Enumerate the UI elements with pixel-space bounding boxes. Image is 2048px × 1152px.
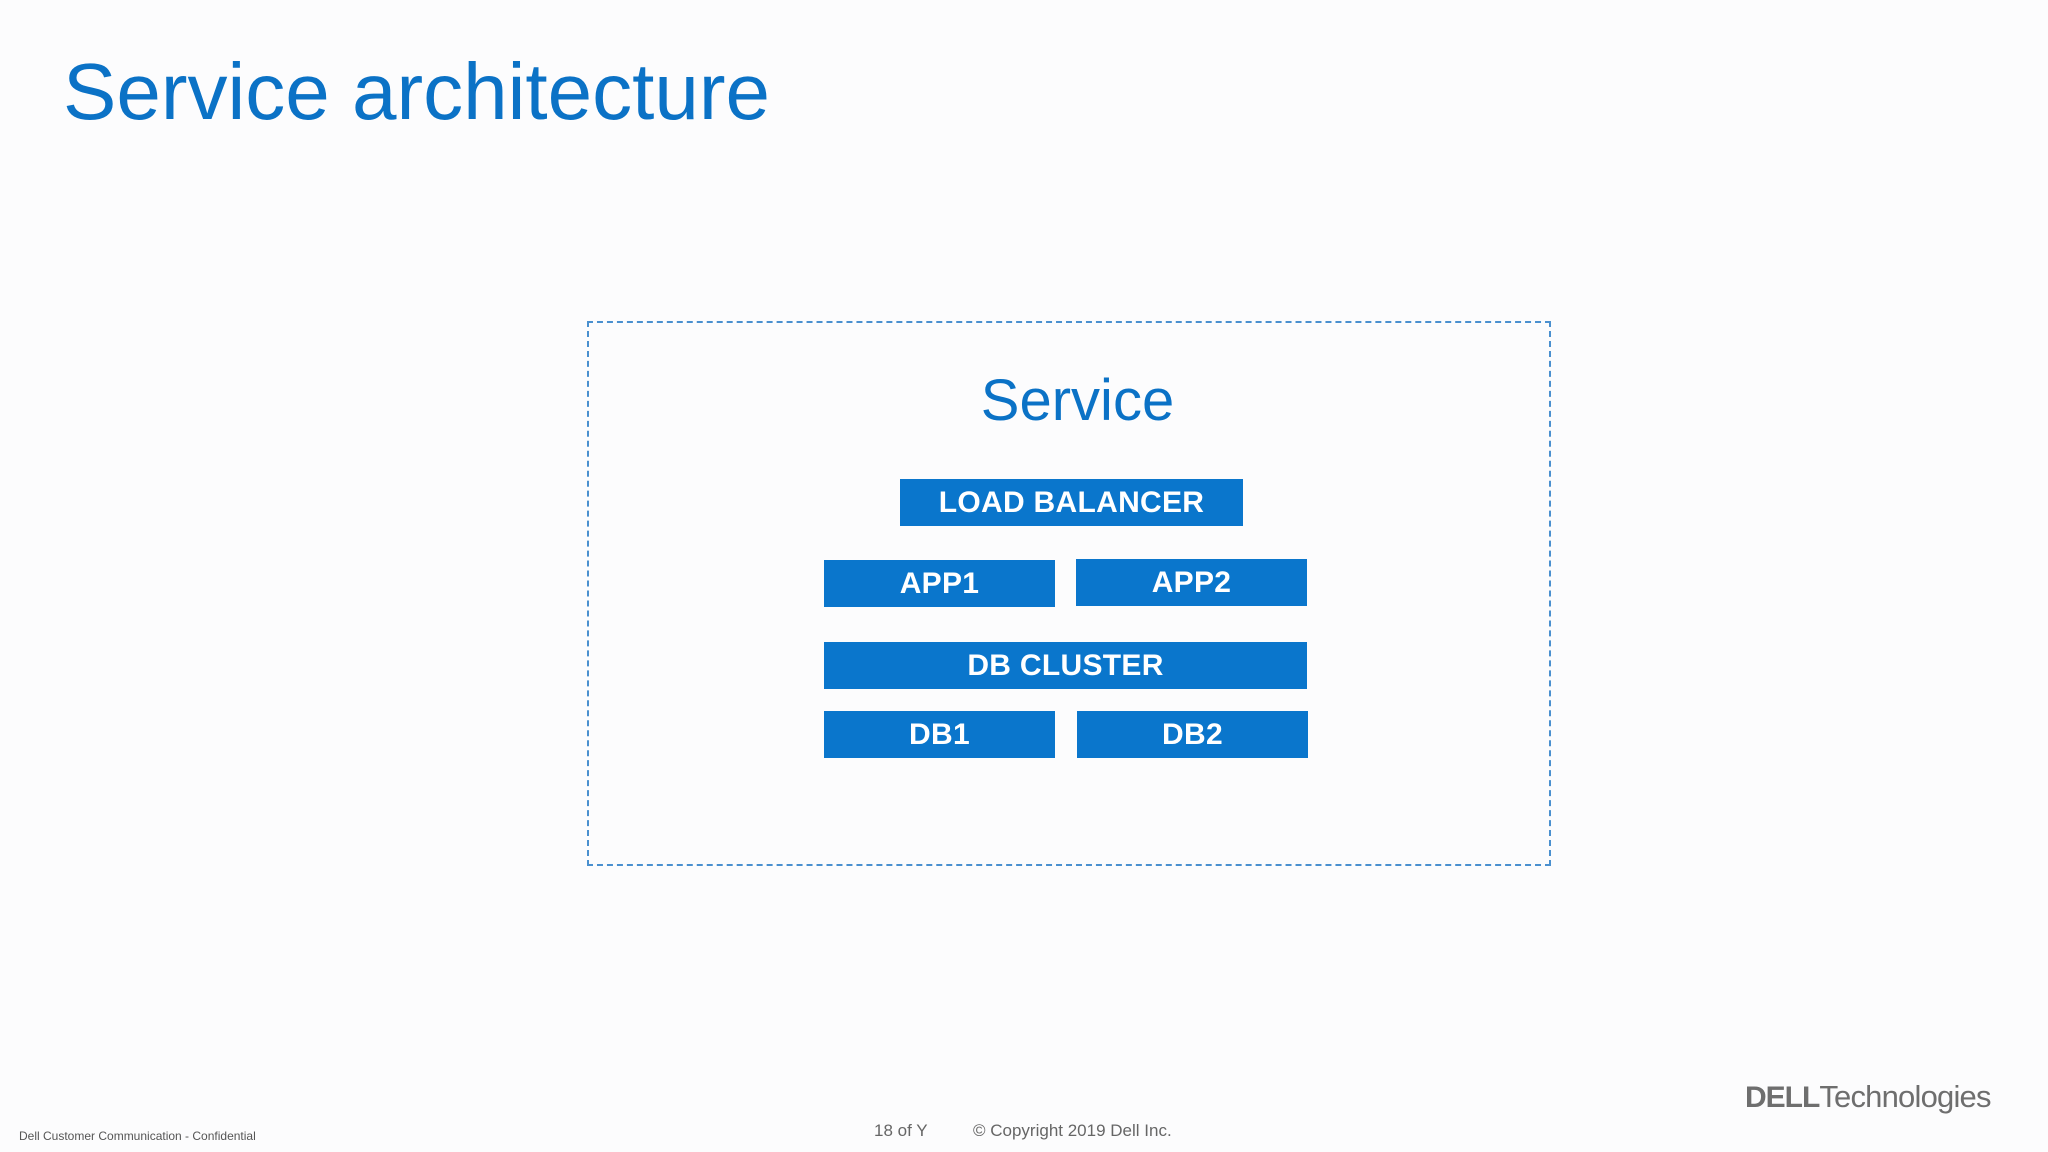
logo-technologies-wordmark: Technologies (1819, 1079, 1991, 1114)
dell-technologies-logo: DELL Technologies (1745, 1079, 1992, 1119)
app1-node: APP1 (824, 560, 1055, 607)
slide-title: Service architecture (63, 47, 770, 136)
db2-node: DB2 (1077, 711, 1308, 758)
page-number: 18 of Y (874, 1121, 928, 1140)
service-boundary (587, 321, 1551, 866)
db1-node: DB1 (824, 711, 1055, 758)
db-cluster-node: DB CLUSTER (824, 642, 1307, 689)
load-balancer-node: LOAD BALANCER (900, 479, 1243, 526)
copyright-notice: © Copyright 2019 Dell Inc. (973, 1121, 1172, 1140)
confidentiality-notice: Dell Customer Communication - Confidenti… (19, 1129, 256, 1143)
logo-dell-wordmark: DELL (1745, 1081, 1820, 1114)
app2-node: APP2 (1076, 559, 1307, 606)
service-label: Service (980, 368, 1175, 433)
